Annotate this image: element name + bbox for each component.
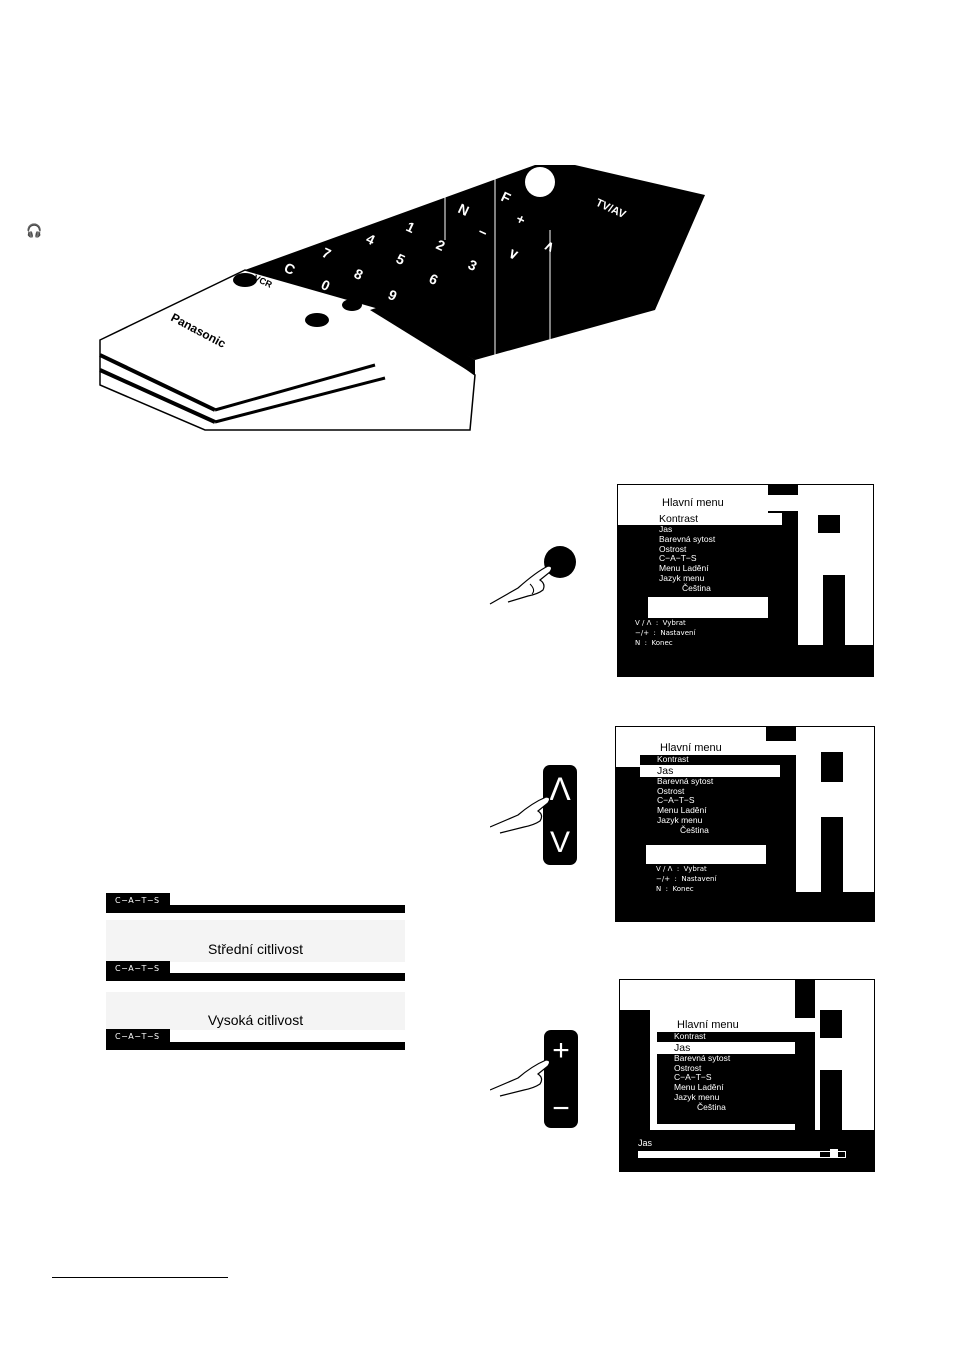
help-exit: N : Konec bbox=[635, 639, 673, 647]
menu-sub-cestina: Čeština bbox=[697, 1101, 726, 1112]
cats-bar bbox=[106, 905, 405, 913]
menu-item-jazyk-menu[interactable]: Jazyk menu bbox=[674, 1091, 720, 1102]
main-menu: Kontrast Jas Barevná sytost Ostrost C−A−… bbox=[640, 754, 780, 845]
updown-key-panel bbox=[543, 765, 577, 865]
menu-item-cats[interactable]: C−A−T−S bbox=[659, 553, 697, 564]
headphone-icon: 🎧 bbox=[26, 224, 43, 239]
tv-screen-main-menu-2: Hlavní menu Kontrast Jas Barevná sytost … bbox=[615, 726, 875, 922]
main-menu: Kontrast Jas Barevná sytost Ostrost C−A−… bbox=[657, 1031, 795, 1124]
menu-item-ostrost[interactable]: Ostrost bbox=[659, 543, 687, 554]
cats-medium-label: Střední citlivost bbox=[208, 941, 303, 957]
cats-tag: C−A−T−S bbox=[106, 961, 170, 976]
menu-item-menu-ladeni[interactable]: Menu Ladění bbox=[674, 1082, 724, 1093]
slider-fill bbox=[639, 1152, 821, 1157]
plusminus-key-panel bbox=[544, 1030, 578, 1128]
menu-item-ostrost[interactable]: Ostrost bbox=[674, 1062, 702, 1073]
help-panel: V / Λ : Vybrat −/+ : Nastavení N : Konec bbox=[623, 618, 793, 651]
cats-bar bbox=[106, 1042, 405, 1050]
minus-icon: − bbox=[552, 1092, 570, 1125]
help-exit: N : Konec bbox=[656, 885, 694, 893]
help-adjust: −/+ : Nastavení bbox=[656, 875, 717, 883]
menu-item-cats[interactable]: C−A−T−S bbox=[674, 1072, 712, 1083]
menu-item-jazyk-menu[interactable]: Jazyk menu bbox=[657, 814, 703, 825]
cats-low-bar: C−A−T−S bbox=[106, 893, 405, 915]
hand-press-button-illustration bbox=[489, 546, 576, 605]
menu-item-menu-ladeni[interactable]: Menu Ladění bbox=[659, 563, 709, 574]
help-select: V / Λ : Vybrat bbox=[635, 619, 686, 627]
plus-icon: + bbox=[552, 1034, 570, 1067]
remote-control-illustration: 1 2 3 4 5 6 7 8 9 0 C F N + − ∧ ∨ TV/AV … bbox=[99, 165, 705, 431]
menu-item-barevna-sytost[interactable]: Barevná sytost bbox=[674, 1052, 731, 1063]
menu-item-kontrast[interactable]: Kontrast bbox=[642, 513, 782, 525]
menu-item-ostrost[interactable]: Ostrost bbox=[657, 785, 685, 796]
tv-screen-brightness-adjust: Hlavní menu Kontrast Jas Barevná sytost … bbox=[619, 979, 875, 1172]
finger-icon bbox=[490, 796, 551, 834]
help-select: V / Λ : Vybrat bbox=[656, 865, 707, 873]
brightness-slider[interactable] bbox=[638, 1151, 846, 1158]
help-adjust: −/+ : Nastavení bbox=[635, 629, 696, 637]
up-arrow-icon: Λ bbox=[549, 771, 571, 807]
hand-updown-illustration: Λ V bbox=[490, 765, 590, 870]
menu-item-kontrast[interactable]: Kontrast bbox=[674, 1031, 706, 1041]
menu-item-kontrast[interactable]: Kontrast bbox=[657, 754, 689, 764]
cats-medium-block: Střední citlivost C−A−T−S bbox=[106, 920, 405, 982]
menu-sub-cestina: Čeština bbox=[682, 582, 711, 593]
cats-high-block: Vysoká citlivost C−A−T−S bbox=[106, 992, 405, 1052]
menu-item-barevna-sytost[interactable]: Barevná sytost bbox=[659, 533, 716, 544]
main-menu: Kontrast Jas Barevná sytost Ostrost C−A−… bbox=[642, 513, 782, 597]
menu-item-menu-ladeni[interactable]: Menu Ladění bbox=[657, 805, 707, 816]
footnote-divider bbox=[52, 1277, 228, 1278]
menu-sub-cestina: Čeština bbox=[680, 824, 709, 835]
help-panel: V / Λ : Vybrat −/+ : Nastavení N : Konec bbox=[644, 864, 794, 897]
menu-item-jazyk-menu[interactable]: Jazyk menu bbox=[659, 572, 705, 583]
cats-tag: C−A−T−S bbox=[106, 1029, 170, 1044]
tv-screen-main-menu-1: Hlavní menu Kontrast Jas Barevná sytost … bbox=[617, 484, 874, 677]
menu-item-jas[interactable]: Jas bbox=[659, 524, 673, 534]
hand-plusminus-illustration: + − bbox=[490, 1030, 590, 1130]
menu-title: Hlavní menu bbox=[640, 741, 800, 755]
menu-item-jas[interactable]: Jas bbox=[640, 764, 780, 777]
menu-item-barevna-sytost[interactable]: Barevná sytost bbox=[657, 775, 714, 786]
finger-icon bbox=[490, 1059, 551, 1097]
cats-high-label: Vysoká citlivost bbox=[207, 1012, 304, 1028]
down-arrow-icon: V bbox=[549, 826, 570, 859]
cats-bar bbox=[106, 973, 405, 981]
menu-item-cats[interactable]: C−A−T−S bbox=[657, 795, 695, 806]
cats-tag: C−A−T−S bbox=[106, 893, 170, 908]
slider-handle[interactable] bbox=[830, 1149, 838, 1157]
menu-title: Hlavní menu bbox=[657, 1018, 815, 1032]
slider-label: Jas bbox=[638, 1138, 653, 1148]
menu-item-jas[interactable]: Jas bbox=[657, 1041, 795, 1054]
menu-title: Hlavní menu bbox=[642, 495, 802, 511]
